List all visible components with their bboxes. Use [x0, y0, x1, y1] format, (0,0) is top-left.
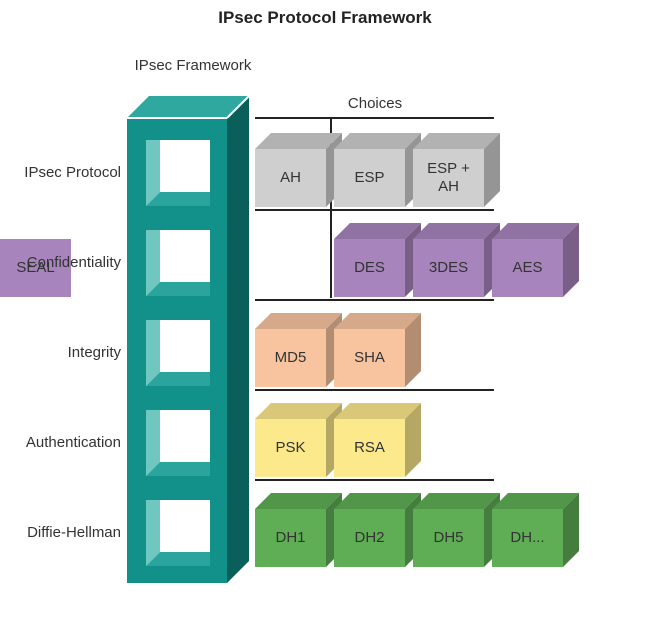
choice-cube-side [563, 493, 579, 567]
choice-label: DH1 [275, 529, 306, 546]
choice-label: ESP [354, 169, 385, 186]
choice-cube-front [255, 509, 326, 567]
choice-cube-top [255, 493, 342, 509]
column-window-inner-left [146, 320, 160, 386]
column-window-inner-bottom [146, 552, 210, 566]
choice-cube-top [334, 223, 421, 239]
diagram-title: IPsec Protocol Framework [218, 8, 432, 27]
choice-cube-top [492, 493, 579, 509]
column-window-inner-bottom [146, 282, 210, 296]
choices-label: Choices [347, 95, 403, 112]
choice-cube-top [334, 313, 421, 329]
column-window-inner-bottom [146, 462, 210, 476]
choice-label: DH5 [433, 529, 464, 546]
choice-label: AES [512, 259, 543, 276]
row-label: Authentication [25, 434, 121, 451]
row-label: Diffie-Hellman [27, 524, 121, 541]
choice-cube-front [413, 239, 484, 297]
column-top [127, 96, 249, 118]
choice-label: SEAL [16, 259, 55, 276]
choice-cube-side [405, 403, 421, 477]
row-label: IPsec Protocol [24, 164, 121, 181]
choice-cube-top [255, 133, 342, 149]
choice-label: DES [354, 259, 385, 276]
choice-label: ESP + AH [427, 160, 470, 195]
choice-label: 3DES [428, 259, 469, 276]
choice-label: SHA [354, 349, 385, 366]
choice-cube-top [334, 493, 421, 509]
choice-cube-front [492, 239, 563, 297]
choice-cube-front [334, 239, 405, 297]
choice-cube-top [334, 403, 421, 419]
choice-label: AH [280, 169, 301, 186]
choice-cube-front [413, 509, 484, 567]
choice-cube-front [255, 329, 326, 387]
choice-label: DH... [510, 529, 545, 546]
choice-cube-front [255, 149, 326, 207]
choice-cube-side [405, 313, 421, 387]
choice-cube-front [0, 239, 71, 297]
choice-cube-top [334, 133, 421, 149]
choice-cube-front [334, 509, 405, 567]
column-side [227, 96, 249, 583]
column-window-inner-bottom [146, 372, 210, 386]
choice-cube-top [413, 223, 500, 239]
column-top-edge-diagonal [226, 95, 250, 119]
choice-label: DH2 [354, 529, 385, 546]
choice-label: RSA [354, 439, 385, 456]
column-window-inner-left [146, 140, 160, 206]
column-window-inner-bottom [146, 192, 210, 206]
choice-cube-side [484, 133, 500, 207]
choice-cube-front [413, 149, 484, 207]
choice-cube-front [334, 329, 405, 387]
column-window-inner-left [146, 410, 160, 476]
choice-cube-front [255, 419, 326, 477]
framework-label: IPsec Framework [134, 57, 252, 74]
choice-cube-front [334, 419, 405, 477]
choice-cube-front [492, 509, 563, 567]
choice-cube-top [255, 313, 342, 329]
choice-cube-top [413, 493, 500, 509]
choice-cube-front [334, 149, 405, 207]
choice-cube-side [563, 223, 579, 297]
choice-cube-top [492, 223, 579, 239]
row-label: Confidentiality [26, 254, 121, 271]
choice-label: PSK [275, 439, 306, 456]
choice-label: MD5 [274, 349, 307, 366]
choice-cube-top [413, 133, 500, 149]
column-window-inner-left [146, 230, 160, 296]
column-window-inner-left [146, 500, 160, 566]
choice-cube-top [255, 403, 342, 419]
row-label: Integrity [67, 344, 121, 361]
